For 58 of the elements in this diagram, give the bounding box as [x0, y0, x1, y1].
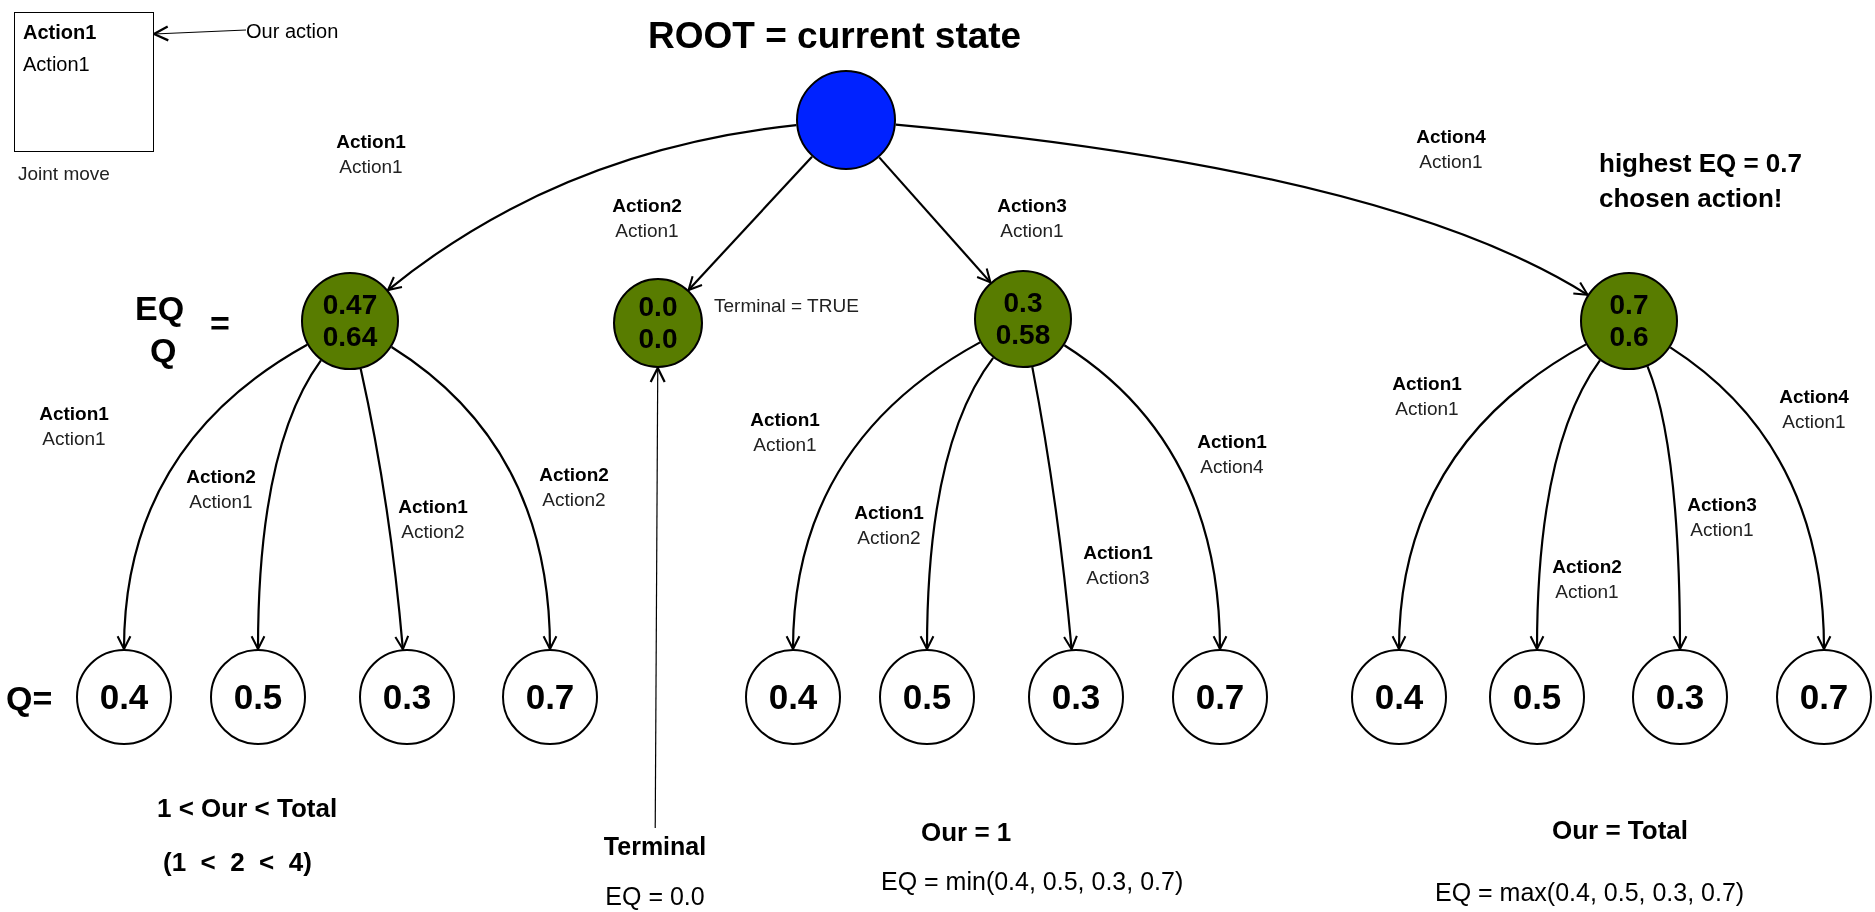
condition-text: Our = 1 — [921, 816, 1012, 849]
arrow — [687, 155, 813, 291]
node-value: 0.5 — [1512, 676, 1562, 718]
arrow — [895, 123, 1589, 296]
node-value: 0.4 — [1374, 676, 1424, 718]
equals-sign: = — [210, 303, 230, 344]
node-value: 0.5 — [902, 676, 952, 718]
formula-text: EQ = max(0.4, 0.5, 0.3, 0.7) — [1435, 877, 1745, 908]
arrow — [878, 156, 992, 284]
node-value: 0.7 — [525, 676, 575, 718]
action-label: Action1 — [23, 20, 98, 45]
callout-text: EQ = 0.0 — [605, 880, 705, 912]
node-value: 0.64 — [322, 321, 378, 354]
arrow — [1529, 359, 1601, 651]
arrow — [1646, 366, 1688, 651]
node-value: 0.58 — [995, 319, 1051, 352]
row-label: EQ — [135, 288, 185, 329]
action-label: Action1 — [23, 52, 91, 77]
node-value: 0.7 — [1195, 676, 1245, 718]
row-label: Q — [150, 330, 177, 371]
callout-heading: Our action — [246, 19, 340, 44]
row-label: Q= — [6, 678, 53, 719]
arrow — [359, 368, 410, 651]
arrow — [1392, 343, 1587, 651]
arrow — [117, 343, 308, 651]
arrow — [919, 357, 995, 651]
callout-heading: Terminal — [603, 831, 707, 862]
arrow — [250, 359, 322, 651]
node-value: 0.7 — [1799, 676, 1849, 718]
node-value: 0.5 — [233, 676, 283, 718]
node-value: 0.3 — [1051, 676, 1101, 718]
node-caption: Joint move — [18, 162, 110, 186]
arrow — [1031, 366, 1078, 651]
condition-text: (1 < 2 < 4) — [163, 846, 312, 879]
node-value: 0.7 — [1609, 288, 1649, 321]
condition-text: 1 < Our < Total — [157, 792, 338, 825]
arrow — [390, 346, 557, 651]
node-caption: Terminal = TRUE — [714, 294, 859, 318]
note-text: highest EQ = 0.7 chosen action! — [1599, 147, 1803, 216]
node-value: 0.4 — [768, 676, 818, 718]
node-value: 0.3 — [1655, 676, 1705, 718]
node-value: 0.0 — [638, 290, 678, 323]
arrow — [386, 124, 797, 292]
arrow — [1063, 344, 1228, 651]
arrow — [786, 341, 981, 651]
node-value: 0.6 — [1609, 321, 1649, 354]
node-value: 0.3 — [382, 676, 432, 718]
condition-text: Our = Total — [1552, 814, 1689, 847]
legend-box — [14, 12, 154, 152]
node-value: 0.3 — [1003, 286, 1043, 319]
node-value: 0.47 — [322, 288, 378, 321]
arrow — [1669, 346, 1832, 651]
node-value: 0.4 — [99, 676, 149, 718]
leader-line — [649, 366, 666, 829]
node-value: 0.0 — [638, 323, 678, 356]
formula-text: EQ = min(0.4, 0.5, 0.3, 0.7) — [881, 866, 1184, 897]
leader-line — [152, 25, 247, 42]
title: ROOT = current state — [648, 14, 1022, 58]
